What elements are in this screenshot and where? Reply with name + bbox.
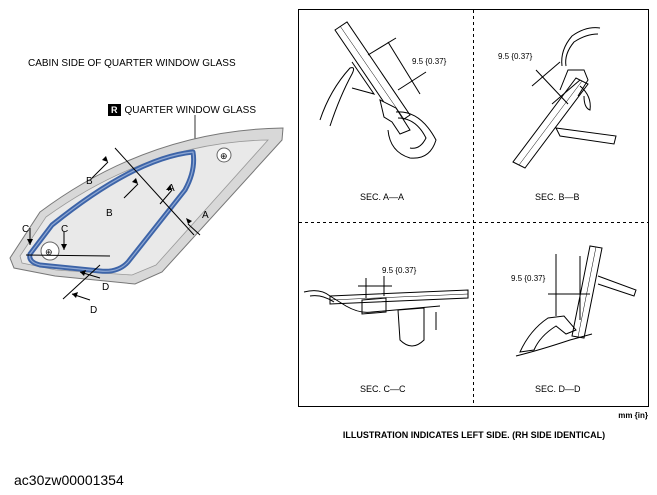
quarter-window-glass: ⊕ ⊕ [9, 127, 284, 285]
section-letter-b-2: B [106, 208, 113, 219]
section-c-drawing [303, 276, 469, 347]
cabin-side-label: CABIN SIDE OF QUARTER WINDOW GLASS [28, 58, 236, 69]
svg-text:⊕: ⊕ [45, 247, 53, 257]
section-cut-lines [25, 147, 201, 301]
section-letter-d-2: D [90, 305, 97, 316]
section-arrow-heads [27, 156, 192, 298]
unit-label: mm {in} [618, 411, 648, 420]
section-a-title: SEC. A—A [360, 192, 404, 202]
section-d-drawing [515, 245, 637, 357]
part-badge: R [108, 104, 121, 116]
section-letter-b-1: B [86, 176, 93, 187]
section-letter-c-1: C [22, 224, 29, 235]
section-d-title: SEC. D—D [535, 384, 581, 394]
section-a-drawing [319, 21, 437, 159]
image-code: ac30zw00001354 [14, 472, 124, 488]
section-c-dimension: 9.5 {0.37} [382, 266, 417, 275]
side-note: ILLUSTRATION INDICATES LEFT SIDE. (RH SI… [342, 430, 606, 440]
section-letter-d-1: D [102, 282, 109, 293]
section-c-title: SEC. C—C [360, 384, 406, 394]
section-letter-a-2: A [202, 210, 209, 221]
svg-text:⊕: ⊕ [220, 151, 228, 161]
section-d-dimension: 9.5 {0.37} [511, 274, 546, 283]
section-letter-a-1: A [168, 183, 175, 194]
section-b-dimension: 9.5 {0.37} [498, 52, 533, 61]
part-label: R QUARTER WINDOW GLASS [108, 104, 256, 116]
sections-frame [298, 9, 649, 407]
section-a-dimension: 9.5 {0.37} [412, 57, 447, 66]
section-b-title: SEC. B—B [535, 192, 580, 202]
section-letter-c-2: C [61, 224, 68, 235]
section-b-drawing [512, 27, 617, 169]
part-label-text: QUARTER WINDOW GLASS [124, 104, 257, 116]
